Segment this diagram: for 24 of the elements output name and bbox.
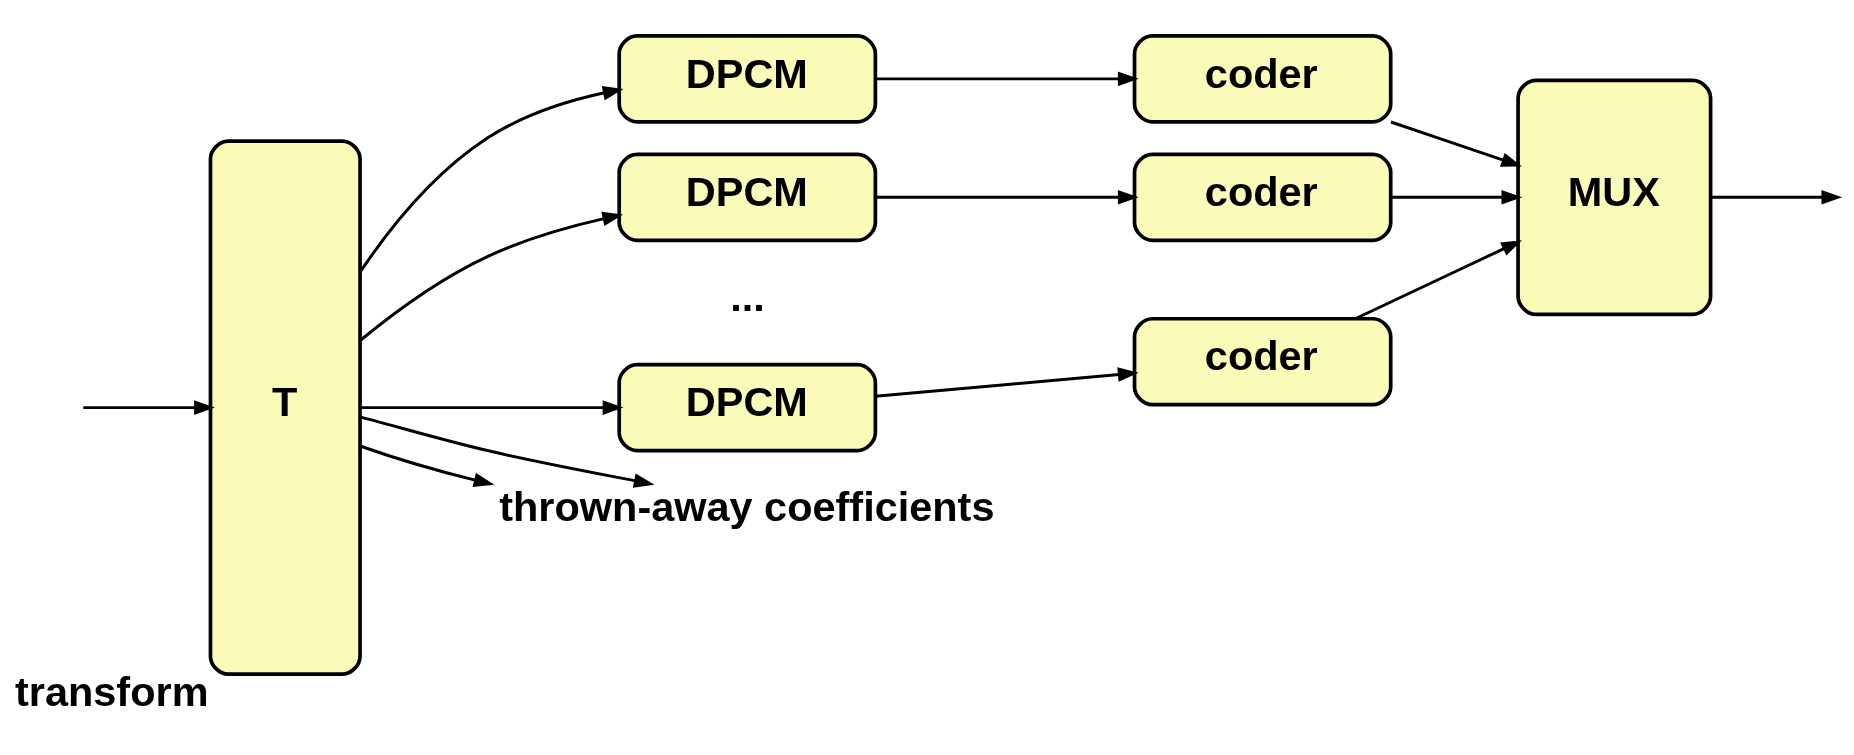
arrow xyxy=(359,444,495,487)
node-box: T xyxy=(208,138,362,676)
arrow xyxy=(359,85,624,273)
node-box: MUX xyxy=(1516,78,1713,316)
node-box: DPCM xyxy=(617,362,878,452)
node-box: coder xyxy=(1132,152,1393,242)
node-label: transform xyxy=(15,667,209,715)
node-box: DPCM xyxy=(617,33,878,124)
arrow xyxy=(875,71,1139,86)
arrow xyxy=(1354,239,1522,320)
node-text: thrown-away coefficients xyxy=(499,482,995,530)
node-box: DPCM xyxy=(617,152,878,242)
label: ... xyxy=(730,272,765,320)
arrow xyxy=(360,399,624,415)
arrow xyxy=(1391,189,1523,205)
arrow xyxy=(83,399,215,415)
arrow xyxy=(875,189,1139,205)
arrow xyxy=(359,414,655,488)
arrow xyxy=(1390,120,1522,167)
node-box: coder xyxy=(1132,316,1393,406)
arrow xyxy=(359,211,624,341)
arrow xyxy=(875,366,1139,398)
node-box: coder xyxy=(1132,33,1393,124)
arrow xyxy=(1710,189,1843,205)
